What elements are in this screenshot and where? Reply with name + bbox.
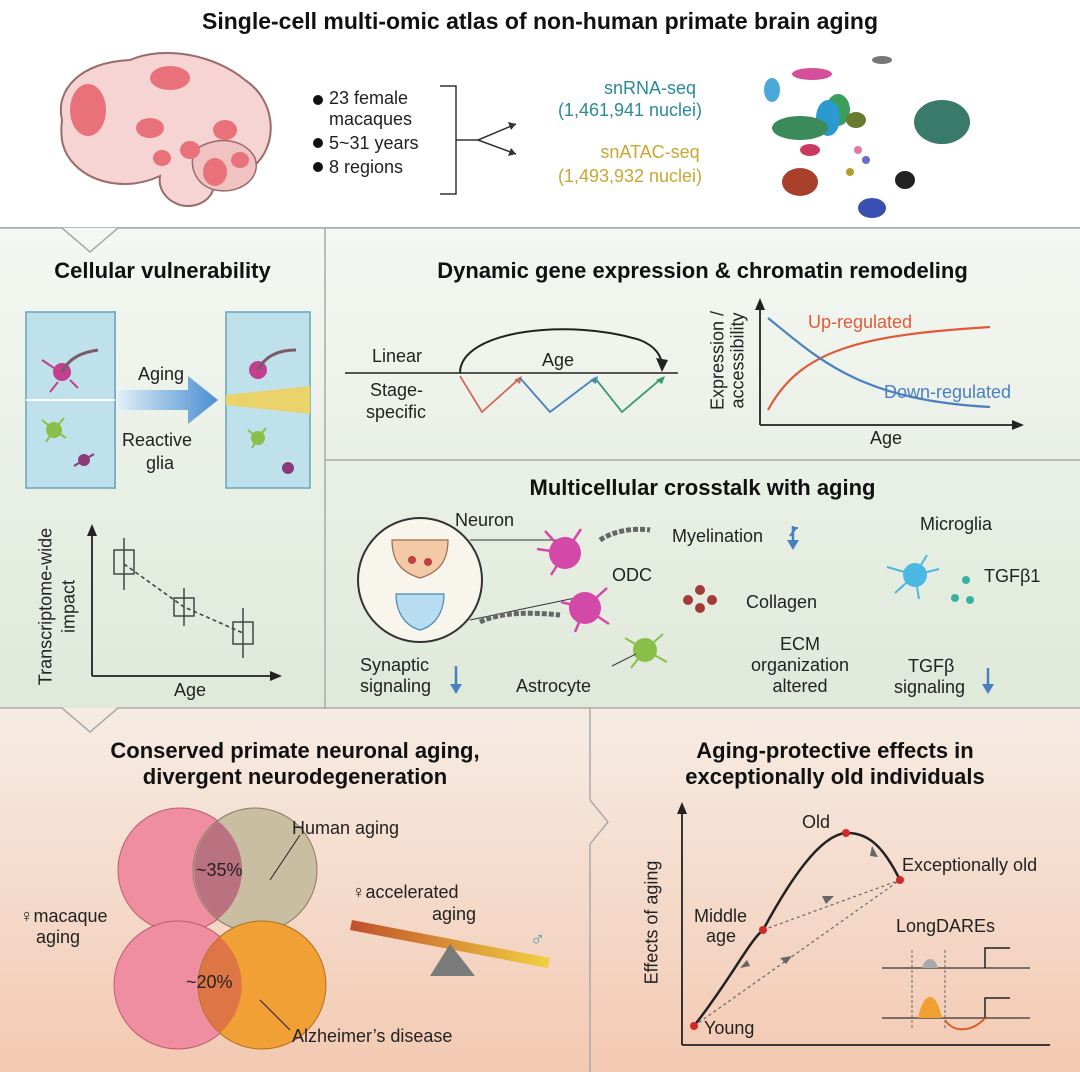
exceptionally-old-label: Exceptionally old [902,855,1038,875]
stage-label-1: Stage- [370,380,424,400]
bullet-years: 5~31 years [329,133,419,153]
middle-panel-bg [0,228,1080,708]
accelerated-label-2: aging [432,904,477,924]
atac-count: (1,493,932 nuclei) [557,166,703,186]
down-regulated-label: Down-regulated [884,382,1012,402]
tgfb-label-2: signaling [894,677,966,697]
ecm-label-2: organization [750,655,850,675]
up-regulated-label: Up-regulated [808,312,913,332]
conserved-title-1: Conserved primate neuronal aging, [110,738,480,763]
main-title: Single-cell multi-omic atlas of non-huma… [201,8,879,34]
neuron-label: Neuron [455,510,515,530]
pct-human-label: ~35% [196,860,243,880]
linear-label: Linear [372,346,423,366]
macaque-label-2: aging [36,927,81,947]
male-symbol: ♂ [530,929,545,951]
synaptic-label-1: Synaptic [360,655,430,675]
pct-ad-label: ~20% [186,972,233,992]
macaque-label-1: ♀macaque [20,906,108,926]
middle-label-2: age [706,926,737,946]
rna-label: snRNA-seq [603,78,697,98]
protective-title-2: exceptionally old individuals [685,764,985,789]
dynamic-age-label: Age [542,350,575,370]
accelerated-label-1: ♀accelerated [352,882,459,902]
expr-xlabel: Age [870,428,903,448]
ad-label: Alzheimer’s disease [292,1026,453,1046]
ecm-label-1: ECM [780,634,820,654]
vuln-xlabel: Age [174,680,207,700]
old-label: Old [802,812,831,832]
ecm-label-3: altered [772,676,828,696]
aging-label: Aging [138,364,185,384]
conserved-title-2: divergent neurodegeneration [142,764,448,789]
atac-label: snATAC-seq [600,142,700,162]
microglia-label: Microglia [920,514,993,534]
tgfb1-label: TGFβ1 [984,566,1041,586]
bullet-regions: 8 regions [329,157,404,177]
dynamic-title: Dynamic gene expression & chromatin remo… [437,258,968,283]
reactive-label: Reactive [122,430,193,450]
longdares-label: LongDAREs [896,916,996,936]
tgfb-label-1: TGFβ [908,656,955,676]
odc-label: ODC [612,565,652,585]
protective-title-1: Aging-protective effects in [696,738,974,763]
human-aging-label: Human aging [292,818,400,838]
synaptic-label-2: signaling [360,676,432,696]
stage-label-2: specific [366,402,427,422]
young-label: Young [704,1018,755,1038]
effects-ylabel: Effects of aging [641,860,662,985]
middle-label-1: Middle [694,906,748,926]
rna-count: (1,461,941 nuclei) [557,100,703,120]
astrocyte-label: Astrocyte [516,676,592,696]
bullet-macaques: 23 female macaques [329,88,413,129]
glia-label: glia [146,453,175,473]
vulnerability-title: Cellular vulnerability [54,258,271,283]
collagen-label: Collagen [746,592,818,612]
myelination-label: Myelination [672,526,764,546]
crosstalk-title: Multicellular crosstalk with aging [529,475,876,500]
